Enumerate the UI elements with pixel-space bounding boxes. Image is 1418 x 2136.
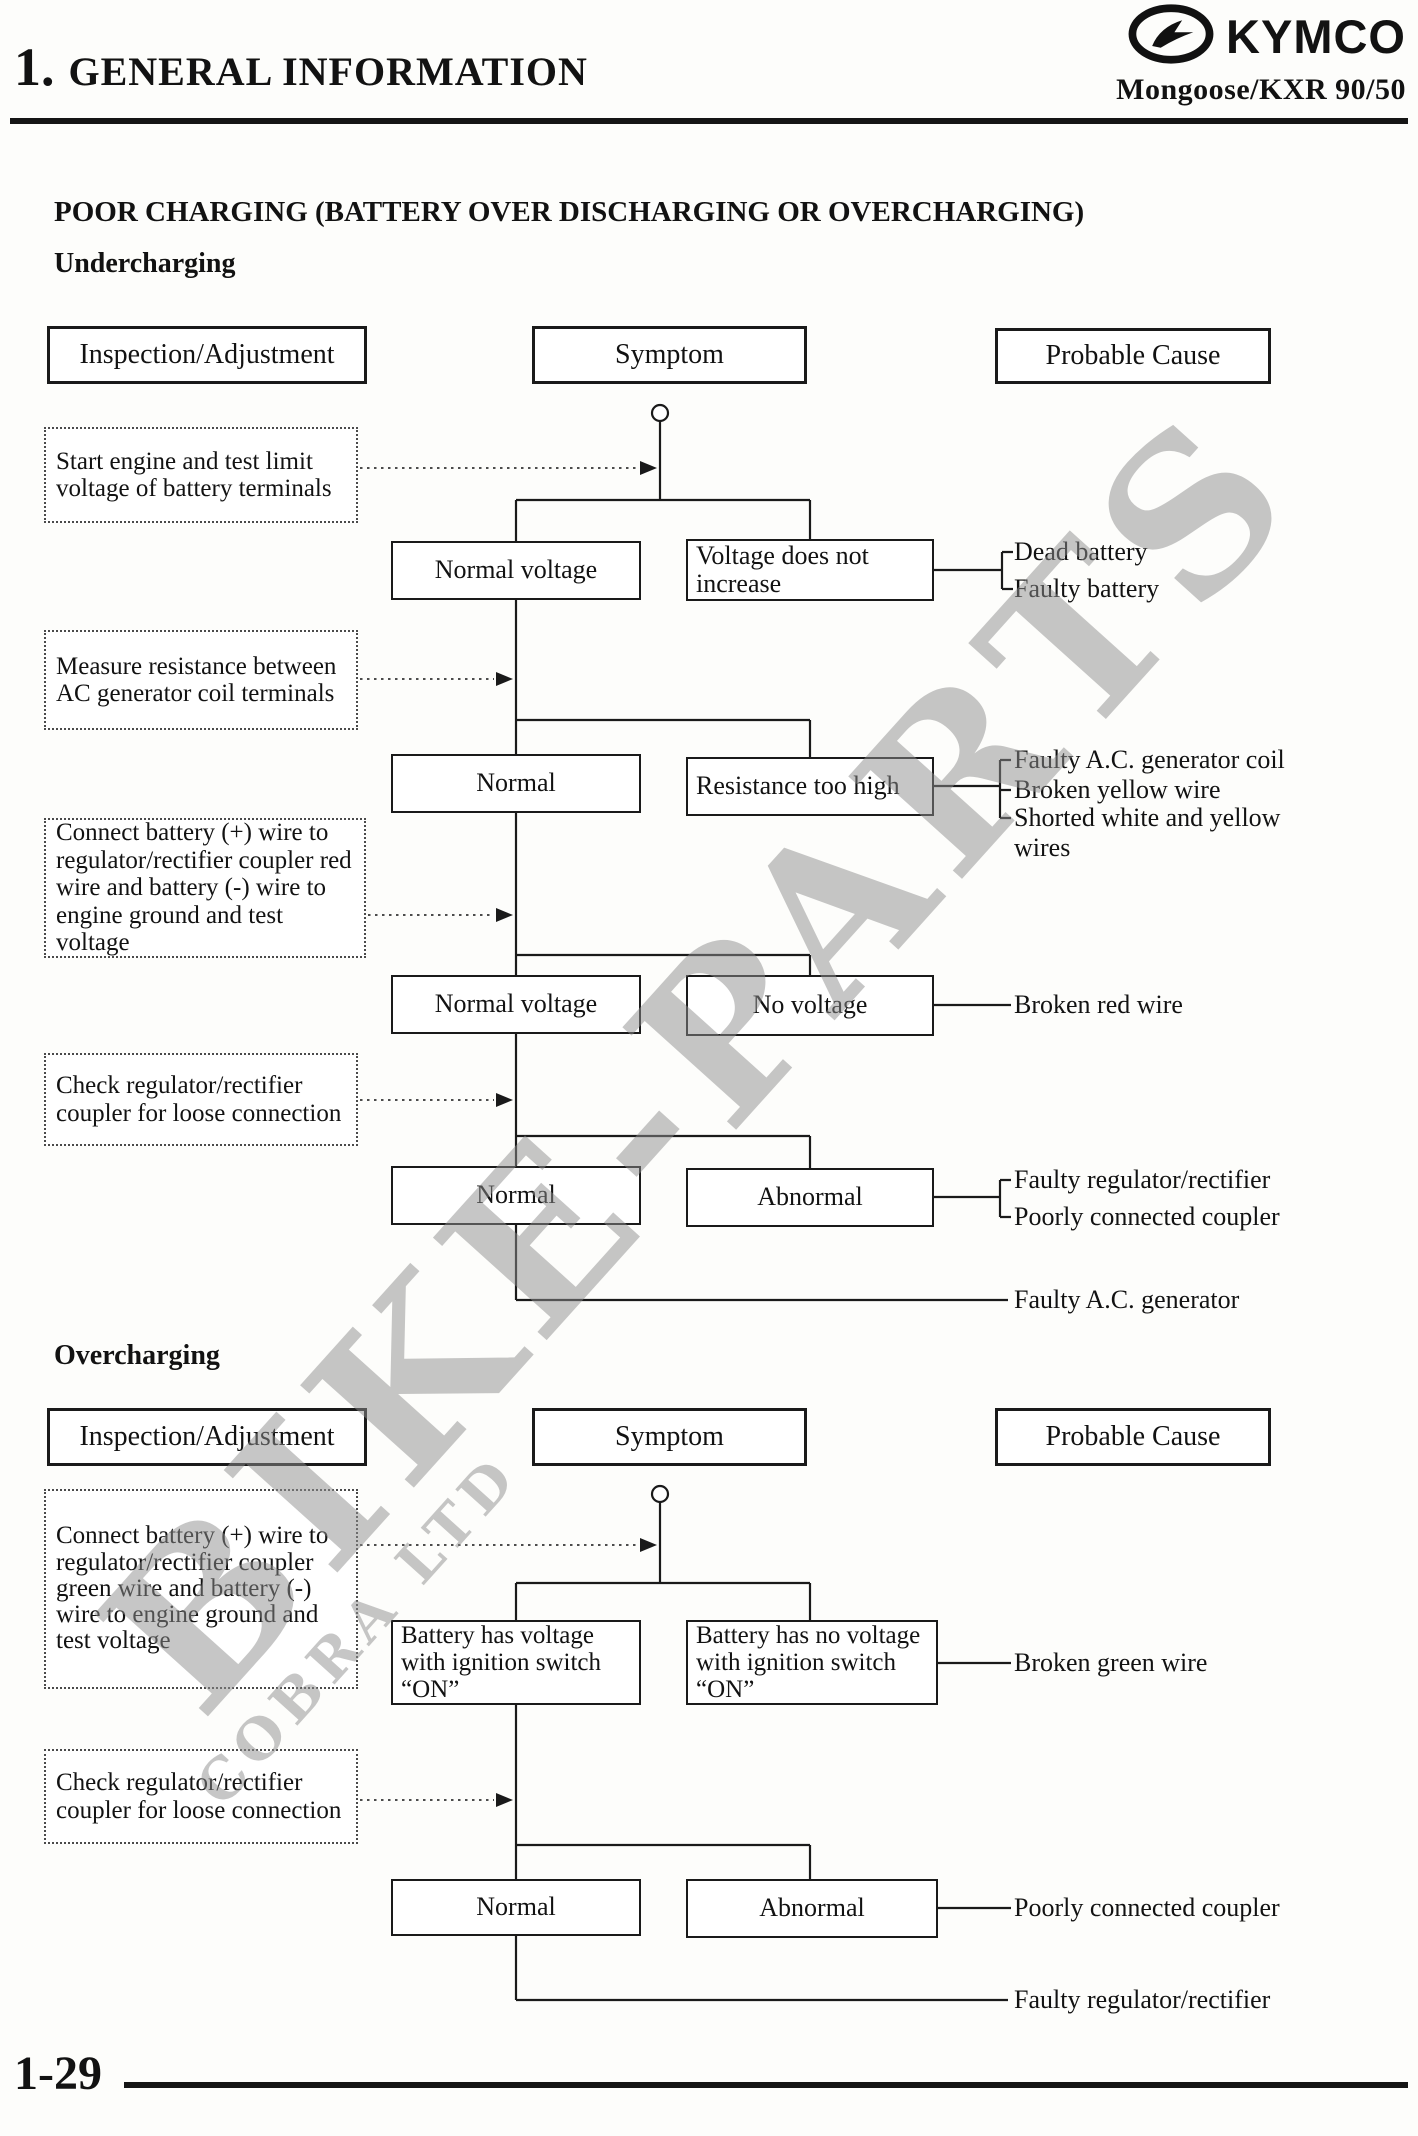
symptom-box: Abnormal <box>686 1879 938 1938</box>
solid-connector-lines <box>514 421 1013 2002</box>
flow-start-circle-undercharging <box>650 403 670 423</box>
section-heading-undercharging: Undercharging <box>54 248 236 279</box>
symptom-box: Abnormal <box>686 1168 934 1227</box>
page-header-title: 1. GENERAL INFORMATION <box>14 36 588 98</box>
inspection-step-box: Check regulator/rectifier coupler for lo… <box>44 1053 358 1146</box>
chapter-number: 1. <box>14 37 55 97</box>
result-box: Normal voltage <box>391 975 641 1034</box>
cause-label: Poorly connected coupler <box>1014 1893 1280 1922</box>
inspection-step-box: Measure resistance between AC generator … <box>44 630 358 730</box>
section-heading-overcharging: Overcharging <box>54 1340 220 1371</box>
cause-label: Faulty battery <box>1014 574 1160 603</box>
uc-column-header-inspection: Inspection/Adjustment <box>47 326 367 384</box>
symptom-box: No voltage <box>686 975 934 1036</box>
result-box: Normal <box>391 1166 641 1225</box>
inspection-step-box: Connect battery (+) wire to regulator/re… <box>44 818 366 958</box>
kymco-logo: KYMCO <box>1116 4 1406 69</box>
cause-label: Faulty regulator/rectifier <box>1014 1165 1271 1194</box>
brand-name: KYMCO <box>1226 10 1406 63</box>
uc-column-header-probable-cause: Probable Cause <box>995 328 1271 384</box>
cause-label: Faulty A.C. generator coil <box>1014 745 1285 774</box>
inspection-step-box: Check regulator/rectifier coupler for lo… <box>44 1749 358 1844</box>
flow-start-circles <box>650 403 670 1504</box>
cause-label-final: Faulty A.C. generator <box>1014 1285 1240 1314</box>
uc-column-header-symptom: Symptom <box>532 326 807 384</box>
symptom-box: Battery has no voltage with ignition swi… <box>686 1620 938 1705</box>
cause-label-final: Faulty regulator/rectifier <box>1014 1985 1271 2014</box>
footer-rule <box>124 2082 1408 2088</box>
result-box: Battery has voltage with ignition switch… <box>391 1620 641 1705</box>
oc-column-header-symptom: Symptom <box>532 1408 807 1466</box>
cause-label: Broken red wire <box>1014 990 1183 1019</box>
brand-block: KYMCO Mongoose/KXR 90/50 <box>1116 4 1406 107</box>
cause-label: Broken green wire <box>1014 1648 1208 1677</box>
inspection-step-box: Connect battery (+) wire to regulator/re… <box>44 1489 358 1689</box>
page-number: 1-29 <box>14 2047 102 2100</box>
arrowheads <box>496 461 657 1807</box>
document-title: POOR CHARGING (BATTERY OVER DISCHARGING … <box>54 196 1085 228</box>
result-box: Normal voltage <box>391 541 641 600</box>
result-box: Normal <box>391 754 641 813</box>
flow-start-circle-overcharging <box>650 1484 670 1504</box>
symptom-box: Voltage does not increase <box>686 539 934 601</box>
symptom-box: Resistance too high <box>686 757 934 816</box>
chapter-title: GENERAL INFORMATION <box>68 49 588 94</box>
inspection-step-box: Start engine and test limit voltage of b… <box>44 427 358 523</box>
cause-label: Dead battery <box>1014 537 1148 566</box>
oc-column-header-inspection: Inspection/Adjustment <box>47 1408 367 1466</box>
result-box: Normal <box>391 1879 641 1936</box>
oc-column-header-probable-cause: Probable Cause <box>995 1408 1271 1466</box>
cause-label: Shorted white and yellow wires <box>1014 803 1281 862</box>
cause-label: Broken yellow wire <box>1014 775 1221 804</box>
dotted-connector-lines <box>360 467 638 1801</box>
kymco-logo-icon <box>1128 4 1214 69</box>
header-rule <box>10 118 1408 124</box>
cause-label: Poorly connected coupler <box>1014 1202 1280 1231</box>
model-name: Mongoose/KXR 90/50 <box>1116 73 1406 106</box>
